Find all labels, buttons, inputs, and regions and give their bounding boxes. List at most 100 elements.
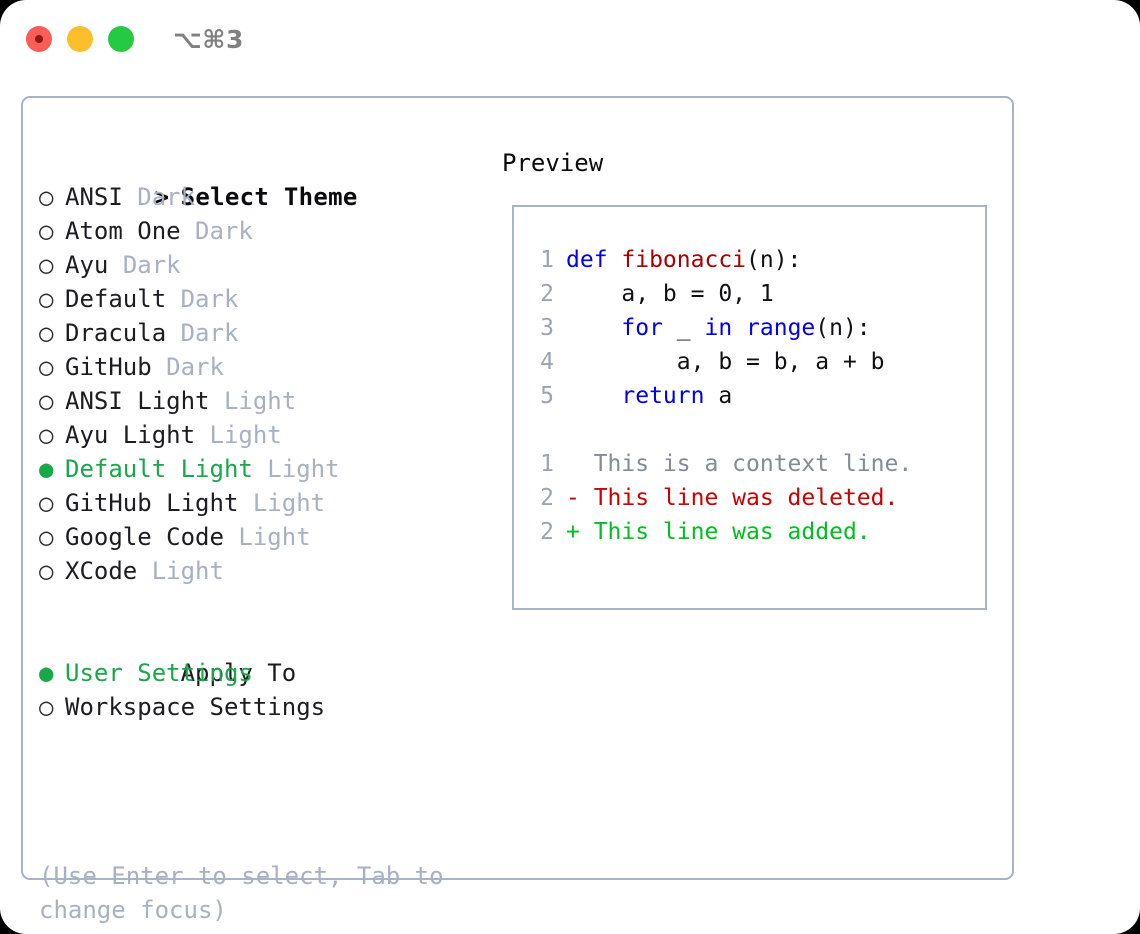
code-token: (n): xyxy=(746,247,802,273)
radio-unselected-icon[interactable]: ○ xyxy=(39,353,54,381)
theme-option-row[interactable]: ○ANSI Light Light xyxy=(39,384,489,418)
code-line: 2 a, b = 0, 1 xyxy=(530,277,912,311)
theme-list-column: >Select Theme ○ANSI Dark○Atom One Dark○A… xyxy=(39,146,489,724)
close-window-button[interactable] xyxy=(26,26,52,52)
code-line: 5 return a xyxy=(530,379,912,413)
list-spacer xyxy=(39,588,489,622)
diff-line-text: This is a context line. xyxy=(566,451,913,477)
theme-option-label: GitHub xyxy=(65,353,152,381)
label-gap xyxy=(152,353,166,381)
label-gap xyxy=(253,455,267,483)
label-gap xyxy=(181,217,195,245)
apply-to-option-label: User Settings xyxy=(65,659,253,687)
code-line: 3 for _ in range(n): xyxy=(530,311,912,345)
theme-option-tag: Light xyxy=(223,387,297,415)
theme-option-row[interactable]: ○ Ayu Dark xyxy=(39,248,489,282)
minimize-window-button[interactable] xyxy=(67,26,93,52)
theme-option-tag: Light xyxy=(252,489,326,517)
diff-line-number: 2 xyxy=(540,485,554,511)
code-token xyxy=(566,315,621,341)
code-token: _ xyxy=(662,315,705,341)
theme-option-tag: Dark xyxy=(122,251,181,279)
radio-unselected-icon[interactable]: ○ xyxy=(39,489,54,517)
radio-unselected-icon[interactable]: ○ xyxy=(39,387,54,415)
code-token: for xyxy=(621,315,663,341)
code-token: fibonacci xyxy=(621,247,747,273)
code-token: a xyxy=(704,383,733,409)
theme-option-row[interactable]: ○ Ayu Light Light xyxy=(39,418,489,452)
label-gap xyxy=(137,557,151,585)
radio-unselected-icon[interactable]: ○ xyxy=(39,693,54,721)
theme-option-row[interactable]: ○Google Code Light xyxy=(39,520,489,554)
radio-selected-icon[interactable]: ● xyxy=(39,455,54,483)
radio-unselected-icon[interactable]: ○ xyxy=(39,217,54,245)
theme-option-row[interactable]: ○ Default Dark xyxy=(39,282,489,316)
code-blank-line xyxy=(530,413,912,447)
theme-option-row[interactable]: ○Atom One Dark xyxy=(39,214,489,248)
code-line: 4 a, b = b, a + b xyxy=(530,345,912,379)
theme-option-tag: Light xyxy=(209,421,282,449)
radio-unselected-icon[interactable]: ○ xyxy=(39,557,54,585)
code-line-number: 4 xyxy=(540,349,554,375)
theme-option-row[interactable]: ○GitHub Dark xyxy=(39,350,489,384)
label-gap xyxy=(166,319,180,347)
label-gap xyxy=(195,421,209,449)
theme-option-row[interactable]: ○ Dracula Dark xyxy=(39,316,489,350)
theme-option-label: Google Code xyxy=(65,523,224,551)
radio-unselected-icon[interactable]: ○ xyxy=(39,421,54,449)
radio-unselected-icon[interactable]: ○ xyxy=(39,285,54,313)
code-line-number: 5 xyxy=(540,383,554,409)
theme-option-tag: Light xyxy=(151,557,224,585)
apply-to-option-label: Workspace Settings xyxy=(65,693,326,721)
theme-option-label: Dracula xyxy=(65,319,167,347)
code-token: def xyxy=(566,247,622,273)
theme-option-label: GitHub Light xyxy=(65,489,239,517)
label-gap xyxy=(166,285,180,313)
code-line-number: 1 xyxy=(540,247,554,273)
apply-to-option-row[interactable]: ● User Settings xyxy=(39,656,489,690)
label-gap xyxy=(224,523,238,551)
keyboard-hint-text: (Use Enter to select, Tab to change focu… xyxy=(39,862,444,924)
theme-option-row[interactable]: ○ GitHub Light Light xyxy=(39,486,489,520)
apply-to-header-label: Apply To xyxy=(180,659,297,687)
theme-option-row[interactable]: ●Default Light Light xyxy=(39,452,489,486)
apply-to-header: Apply To xyxy=(39,622,489,687)
theme-option-label: Atom One xyxy=(65,217,181,245)
theme-options: ○ ANSI Dark ○ Atom One Dark ○ Ayu Dark ○ Defaul… xyxy=(39,180,489,588)
theme-option-tag: Dark xyxy=(180,285,239,313)
theme-option-label: Ayu xyxy=(65,251,109,279)
radio-selected-icon[interactable]: ● xyxy=(39,659,54,687)
theme-option-label: Default Light xyxy=(65,455,253,483)
title-bar: ⌥⌘3 xyxy=(0,0,1140,78)
label-gap xyxy=(123,183,137,211)
radio-unselected-icon[interactable]: ○ xyxy=(39,319,54,347)
theme-picker-panel: >Select Theme ○ANSI Dark○Atom One Dark○A… xyxy=(21,96,1014,924)
maximize-window-button[interactable] xyxy=(108,26,134,52)
theme-option-label: ANSI xyxy=(65,183,123,211)
code-token xyxy=(566,383,621,409)
theme-option-tag: Dark xyxy=(180,319,239,347)
code-token: a, b = 0, 1 xyxy=(566,281,774,307)
apply-to-options: ● User Settings ○ Workspace Settings xyxy=(39,656,489,724)
theme-option-tag: Dark xyxy=(137,183,196,211)
theme-option-row[interactable]: ○ ANSI Dark xyxy=(39,180,489,214)
radio-unselected-icon[interactable]: ○ xyxy=(39,183,54,211)
code-token: (n): xyxy=(815,315,871,341)
diff-sample: 1 This is a context line. 2 - This line wa… xyxy=(530,447,912,549)
theme-option-label: Ayu Light xyxy=(65,421,196,449)
theme-option-label: Default xyxy=(65,285,167,313)
diff-line: 1 This is a context line. xyxy=(530,447,912,481)
radio-unselected-icon[interactable]: ○ xyxy=(39,523,54,551)
apply-to-option-row[interactable]: ○ Workspace Settings xyxy=(39,690,489,724)
theme-option-row[interactable]: ○XCode Light xyxy=(39,554,489,588)
code-line-number: 2 xyxy=(540,281,554,307)
window-title-shortcut: ⌥⌘3 xyxy=(173,24,244,54)
diff-line-number: 1 xyxy=(540,451,554,477)
label-gap xyxy=(108,251,122,279)
code-token: return xyxy=(621,383,705,409)
diff-line-text: - This line was deleted. xyxy=(566,485,899,511)
radio-unselected-icon[interactable]: ○ xyxy=(39,251,54,279)
